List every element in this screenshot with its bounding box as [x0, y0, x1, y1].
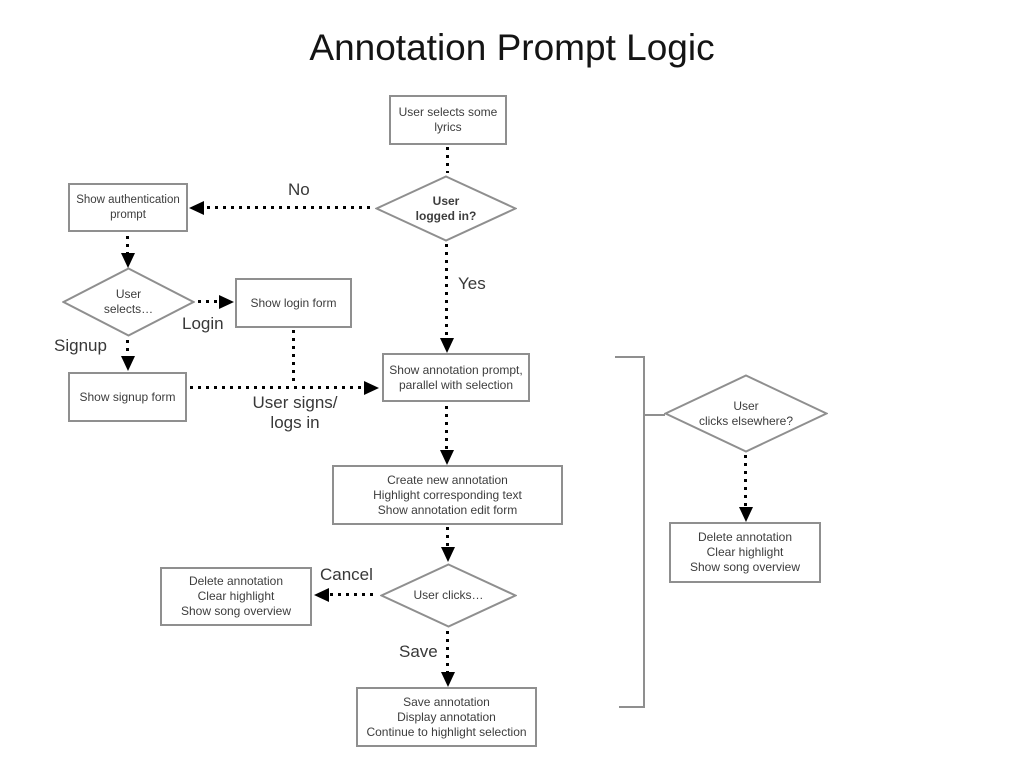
node-auth-prompt-label: Show authentication prompt	[76, 194, 180, 221]
connector-save	[446, 631, 449, 672]
edge-label-yes: Yes	[458, 274, 486, 293]
node-annotation-prompt: Show annotation prompt, parallel with se…	[382, 353, 530, 402]
diamond-shape	[62, 267, 195, 337]
decision-logged-in-label: User logged in?	[415, 193, 477, 223]
connector-lyrics-to-loggedin	[446, 147, 449, 173]
arrowhead-no-icon	[189, 201, 204, 215]
connector-signup	[126, 340, 129, 356]
connector-elsewhere-to-delete	[744, 455, 747, 507]
diamond-shape	[380, 563, 517, 628]
connector-cancel	[330, 593, 378, 596]
arrowhead-save-icon	[441, 672, 455, 687]
arrowhead-prompt-to-create-icon	[440, 450, 454, 465]
node-signup-form: Show signup form	[68, 372, 187, 422]
node-cancel-actions: Delete annotation Clear highlight Show s…	[160, 567, 312, 626]
arrowhead-auth-to-selects-icon	[121, 253, 135, 268]
node-select-lyrics-label: User selects some lyrics	[398, 105, 498, 134]
edge-label-signup: Signup	[54, 336, 107, 355]
bracket-diamond-connector	[645, 414, 665, 416]
decision-user-clicks-label: User clicks…	[413, 588, 484, 602]
decision-logged-in: User logged in?	[375, 175, 517, 242]
diamond-shape	[664, 374, 828, 453]
node-elsewhere-actions-label: Delete annotation Clear highlight Show s…	[689, 530, 801, 574]
connector-loginform-join	[292, 330, 295, 386]
edge-label-no: No	[288, 180, 310, 199]
connector-create-to-clicks	[446, 527, 449, 547]
arrowhead-elsewhere-to-delete-icon	[739, 507, 753, 522]
node-login-form: Show login form	[235, 278, 352, 328]
connector-login	[198, 300, 219, 303]
node-create-annotation-label: Create new annotation Highlight correspo…	[373, 472, 522, 517]
bracket-bottom-tick	[619, 706, 645, 708]
decision-clicks-elsewhere-label: User clicks elsewhere?	[698, 398, 794, 428]
node-select-lyrics: User selects some lyrics	[389, 95, 507, 145]
arrowhead-login-icon	[219, 295, 234, 309]
node-annotation-prompt-label: Show annotation prompt, parallel with se…	[389, 362, 523, 392]
node-auth-prompt: Show authentication prompt	[68, 183, 188, 232]
edge-label-user-signs: User signs/ logs in	[252, 393, 338, 433]
node-elsewhere-actions: Delete annotation Clear highlight Show s…	[669, 522, 821, 583]
decision-clicks-elsewhere: User clicks elsewhere?	[664, 374, 828, 453]
bracket-vertical-line	[643, 356, 645, 708]
connector-yes	[445, 244, 448, 338]
arrowhead-signup-icon	[121, 356, 135, 371]
node-save-actions: Save annotation Display annotation Conti…	[356, 687, 537, 747]
arrowhead-create-to-clicks-icon	[441, 547, 455, 562]
connector-user-signs	[190, 386, 364, 389]
page-title: Annotation Prompt Logic	[309, 27, 715, 68]
bracket-top-tick	[615, 356, 645, 358]
edge-label-save: Save	[399, 642, 438, 661]
connector-auth-to-selects	[126, 236, 129, 253]
decision-user-selects: User selects…	[62, 267, 195, 337]
connector-no	[207, 206, 375, 209]
node-save-actions-label: Save annotation Display annotation Conti…	[366, 694, 527, 739]
arrowhead-user-signs-icon	[364, 381, 379, 395]
node-cancel-actions-label: Delete annotation Clear highlight Show s…	[180, 574, 292, 618]
node-create-annotation: Create new annotation Highlight correspo…	[332, 465, 563, 525]
edge-label-login: Login	[182, 314, 224, 333]
arrowhead-yes-icon	[440, 338, 454, 353]
node-signup-form-label: Show signup form	[79, 389, 176, 404]
decision-user-selects-label: User selects…	[103, 287, 154, 316]
node-login-form-label: Show login form	[250, 295, 337, 310]
edge-label-cancel: Cancel	[320, 565, 373, 584]
connector-prompt-to-create	[445, 406, 448, 450]
decision-user-clicks: User clicks…	[380, 563, 517, 628]
diamond-shape	[375, 175, 517, 242]
arrowhead-cancel-icon	[314, 588, 329, 602]
